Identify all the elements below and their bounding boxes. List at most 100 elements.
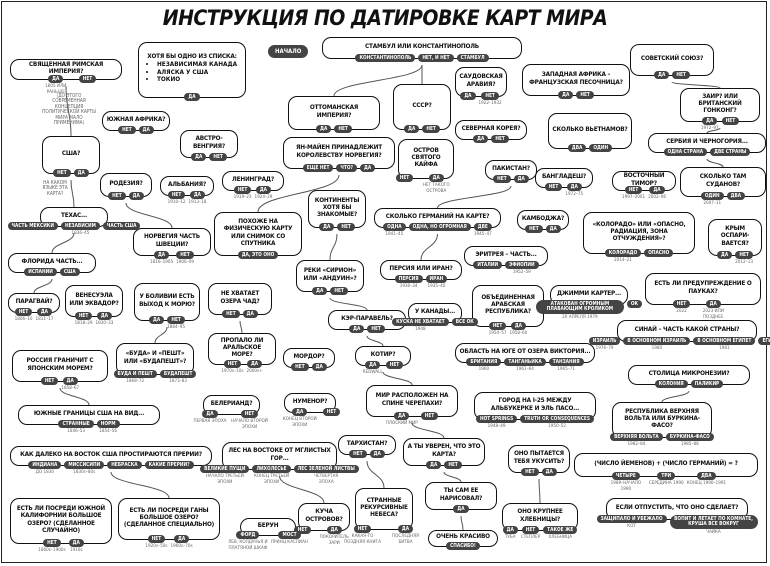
answer-pill[interactable]: ОДИН (589, 144, 613, 153)
answer-pill[interactable]: ДА (649, 186, 665, 195)
answer-pill[interactable]: КОЛОНИЯ (654, 380, 688, 389)
answer-pill[interactable]: НЕТ (525, 225, 543, 234)
answer-pill[interactable]: ОК (626, 300, 643, 309)
answer-pill[interactable]: ДА (311, 363, 327, 372)
answer-pill[interactable]: ДА (360, 164, 376, 173)
answer-pill[interactable]: НЕЗАВИСИМ (60, 222, 100, 231)
answer-pill[interactable]: ВЕЛИКИЕ ПУЩИ (200, 465, 250, 474)
answer-pill[interactable]: ЗАЩИПАЛО И УБЕЖАЛО (596, 515, 667, 524)
answer-pill[interactable]: НЕТ (240, 410, 259, 419)
answer-pill[interactable]: ДА (365, 361, 381, 370)
answer-pill[interactable]: ВСЕ ОК (451, 318, 478, 327)
answer-pill[interactable]: ДА (148, 316, 165, 325)
answer-pill[interactable]: НЕБРАСКА (107, 461, 142, 470)
answer-pill[interactable]: НЕТ (118, 126, 136, 135)
answer-pill[interactable]: ИНДИАНА (28, 461, 62, 470)
answer-pill[interactable]: ДА (73, 169, 89, 178)
answer-pill[interactable]: ВОПИТ И ЛЕТАЕТ ПО КОМНАТЕ, КРУША ВСЕ ВОК… (669, 515, 758, 529)
answer-pill[interactable]: ЛИХОЛЕСЬЕ (252, 465, 291, 474)
answer-pill[interactable]: СПАСИБО! (446, 542, 480, 551)
answer-pill[interactable]: ДА (502, 526, 518, 535)
answer-pill[interactable]: НЕТ (43, 539, 61, 548)
answer-pill[interactable]: ДА (202, 410, 218, 419)
answer-pill[interactable]: КОЛОРАДО (604, 249, 642, 258)
answer-pill[interactable]: ДА (404, 125, 420, 134)
answer-pill[interactable]: СТРАННЫЕ (58, 420, 94, 429)
answer-pill[interactable]: НЕТ (420, 412, 439, 421)
answer-pill[interactable]: НЕТ (74, 312, 93, 321)
answer-pill[interactable]: НЕТ (422, 125, 440, 134)
answer-pill[interactable]: НЕТ (672, 71, 690, 80)
answer-pill[interactable]: ВЕРХНЯЯ ВОЛЬТА (610, 433, 663, 442)
answer-pill[interactable]: ЭФИОПИИ (505, 261, 539, 270)
answer-pill[interactable]: ДА (428, 174, 444, 183)
answer-pill[interactable]: ДА (397, 525, 414, 534)
answer-pill[interactable]: НЕТ (395, 174, 414, 183)
answer-pill[interactable]: В ОСНОВНОМ ЕГИПЕТ (693, 337, 756, 346)
answer-pill[interactable]: НЕТ (322, 408, 341, 417)
answer-pill[interactable]: ДА (702, 117, 718, 126)
answer-pill[interactable]: АТАКОВАН ОГРОМНЫМ ПЛАВАЮЩИМ КРОЛИКОМ (535, 300, 624, 314)
answer-pill[interactable]: ДА (654, 71, 670, 80)
answer-pill[interactable]: НЕТ (444, 461, 462, 470)
answer-pill[interactable]: НЕТ (488, 322, 507, 331)
answer-pill[interactable]: КАКИЕ ПРЕРИИ? (144, 461, 194, 470)
answer-pill[interactable]: НОРМ (96, 420, 120, 429)
answer-pill[interactable]: ОДНА (383, 223, 406, 232)
answer-pill[interactable]: ДА (292, 408, 308, 417)
answer-pill[interactable]: НЕТ (209, 153, 227, 162)
answer-pill[interactable]: НЕТ (40, 377, 59, 386)
answer-pill[interactable]: НЕТ (493, 175, 511, 184)
answer-pill[interactable]: ДА (705, 300, 721, 309)
answer-pill[interactable]: ТРИ (657, 472, 676, 481)
answer-pill[interactable]: БУРКИНА-ФАСО (665, 433, 714, 442)
answer-pill[interactable]: НЕТ (481, 92, 499, 101)
answer-pill[interactable]: НЕТ (293, 526, 312, 535)
answer-pill[interactable]: ТАНЗАНИЯ (548, 358, 584, 367)
answer-pill[interactable]: ИЗРАИЛЬ (588, 337, 621, 346)
answer-pill[interactable]: ДА (460, 92, 476, 101)
answer-pill[interactable]: ДА (184, 93, 200, 102)
answer-pill[interactable]: ДА (48, 75, 64, 84)
answer-pill[interactable]: ДА (62, 377, 78, 386)
answer-pill[interactable]: ЕЩЕ НЕТ (302, 164, 334, 173)
answer-pill[interactable]: ДВЕ (473, 223, 492, 232)
answer-pill[interactable]: ФОРД (236, 531, 260, 540)
answer-pill[interactable]: ДА (191, 153, 207, 162)
answer-pill[interactable]: НЕТ (223, 360, 242, 369)
answer-pill[interactable]: БРИТАНИЯ (466, 358, 502, 367)
answer-pill[interactable]: HOT SPRINGS (476, 415, 518, 424)
answer-pill[interactable]: ДА (558, 91, 574, 100)
answer-pill[interactable]: НЕТ (353, 525, 372, 534)
answer-pill[interactable]: ТАНГАНЬИКА (504, 358, 546, 367)
answer-pill[interactable]: ЧАСТЬ США (102, 222, 141, 231)
answer-pill[interactable]: ДА (541, 468, 557, 477)
answer-pill[interactable]: ДА (473, 135, 489, 144)
answer-pill[interactable]: ЧАСТЬ МЕКСИКИ (7, 222, 58, 231)
answer-pill[interactable]: ДА, ЭТО ОНО (237, 251, 279, 260)
answer-pill[interactable]: НЕТ (147, 535, 166, 544)
answer-pill[interactable]: БУДАПЕШТ (159, 370, 197, 379)
answer-pill[interactable]: ДА (312, 287, 328, 296)
answer-pill[interactable]: ОДНА, НО ОГРОМНАЯ (408, 223, 471, 232)
answer-pill[interactable]: НЕТ (367, 325, 385, 334)
answer-pill[interactable]: ДА (453, 505, 469, 514)
answer-pill[interactable]: НЕТ (78, 75, 97, 84)
answer-pill[interactable]: НЕТ (672, 300, 691, 309)
answer-pill[interactable]: ДА (316, 125, 332, 134)
answer-pill[interactable]: КОНСТАНТИНОПОЛЬ (355, 54, 416, 63)
answer-pill[interactable]: В ОСНОВНОМ ИЗРАИЛЬ (623, 337, 691, 346)
answer-pill[interactable]: ДА (96, 312, 113, 321)
answer-pill[interactable]: ДА (246, 360, 263, 369)
answer-pill[interactable]: НЕТ (108, 192, 126, 201)
answer-pill[interactable]: ДА (173, 535, 190, 544)
answer-pill[interactable]: НЕТ (385, 361, 404, 370)
answer-pill[interactable]: НЕТ (349, 450, 367, 459)
answer-pill[interactable]: ДА (513, 175, 529, 184)
answer-pill[interactable]: КУСКА НЕ ХВАТАЕТ (392, 318, 449, 327)
answer-pill[interactable]: МИССИСИПИ (64, 461, 105, 470)
answer-pill[interactable]: НЕТ (176, 251, 194, 260)
answer-pill[interactable]: ДА (566, 183, 582, 192)
answer-pill[interactable]: ДА (138, 126, 154, 135)
answer-pill[interactable]: НЕТ (491, 135, 509, 144)
